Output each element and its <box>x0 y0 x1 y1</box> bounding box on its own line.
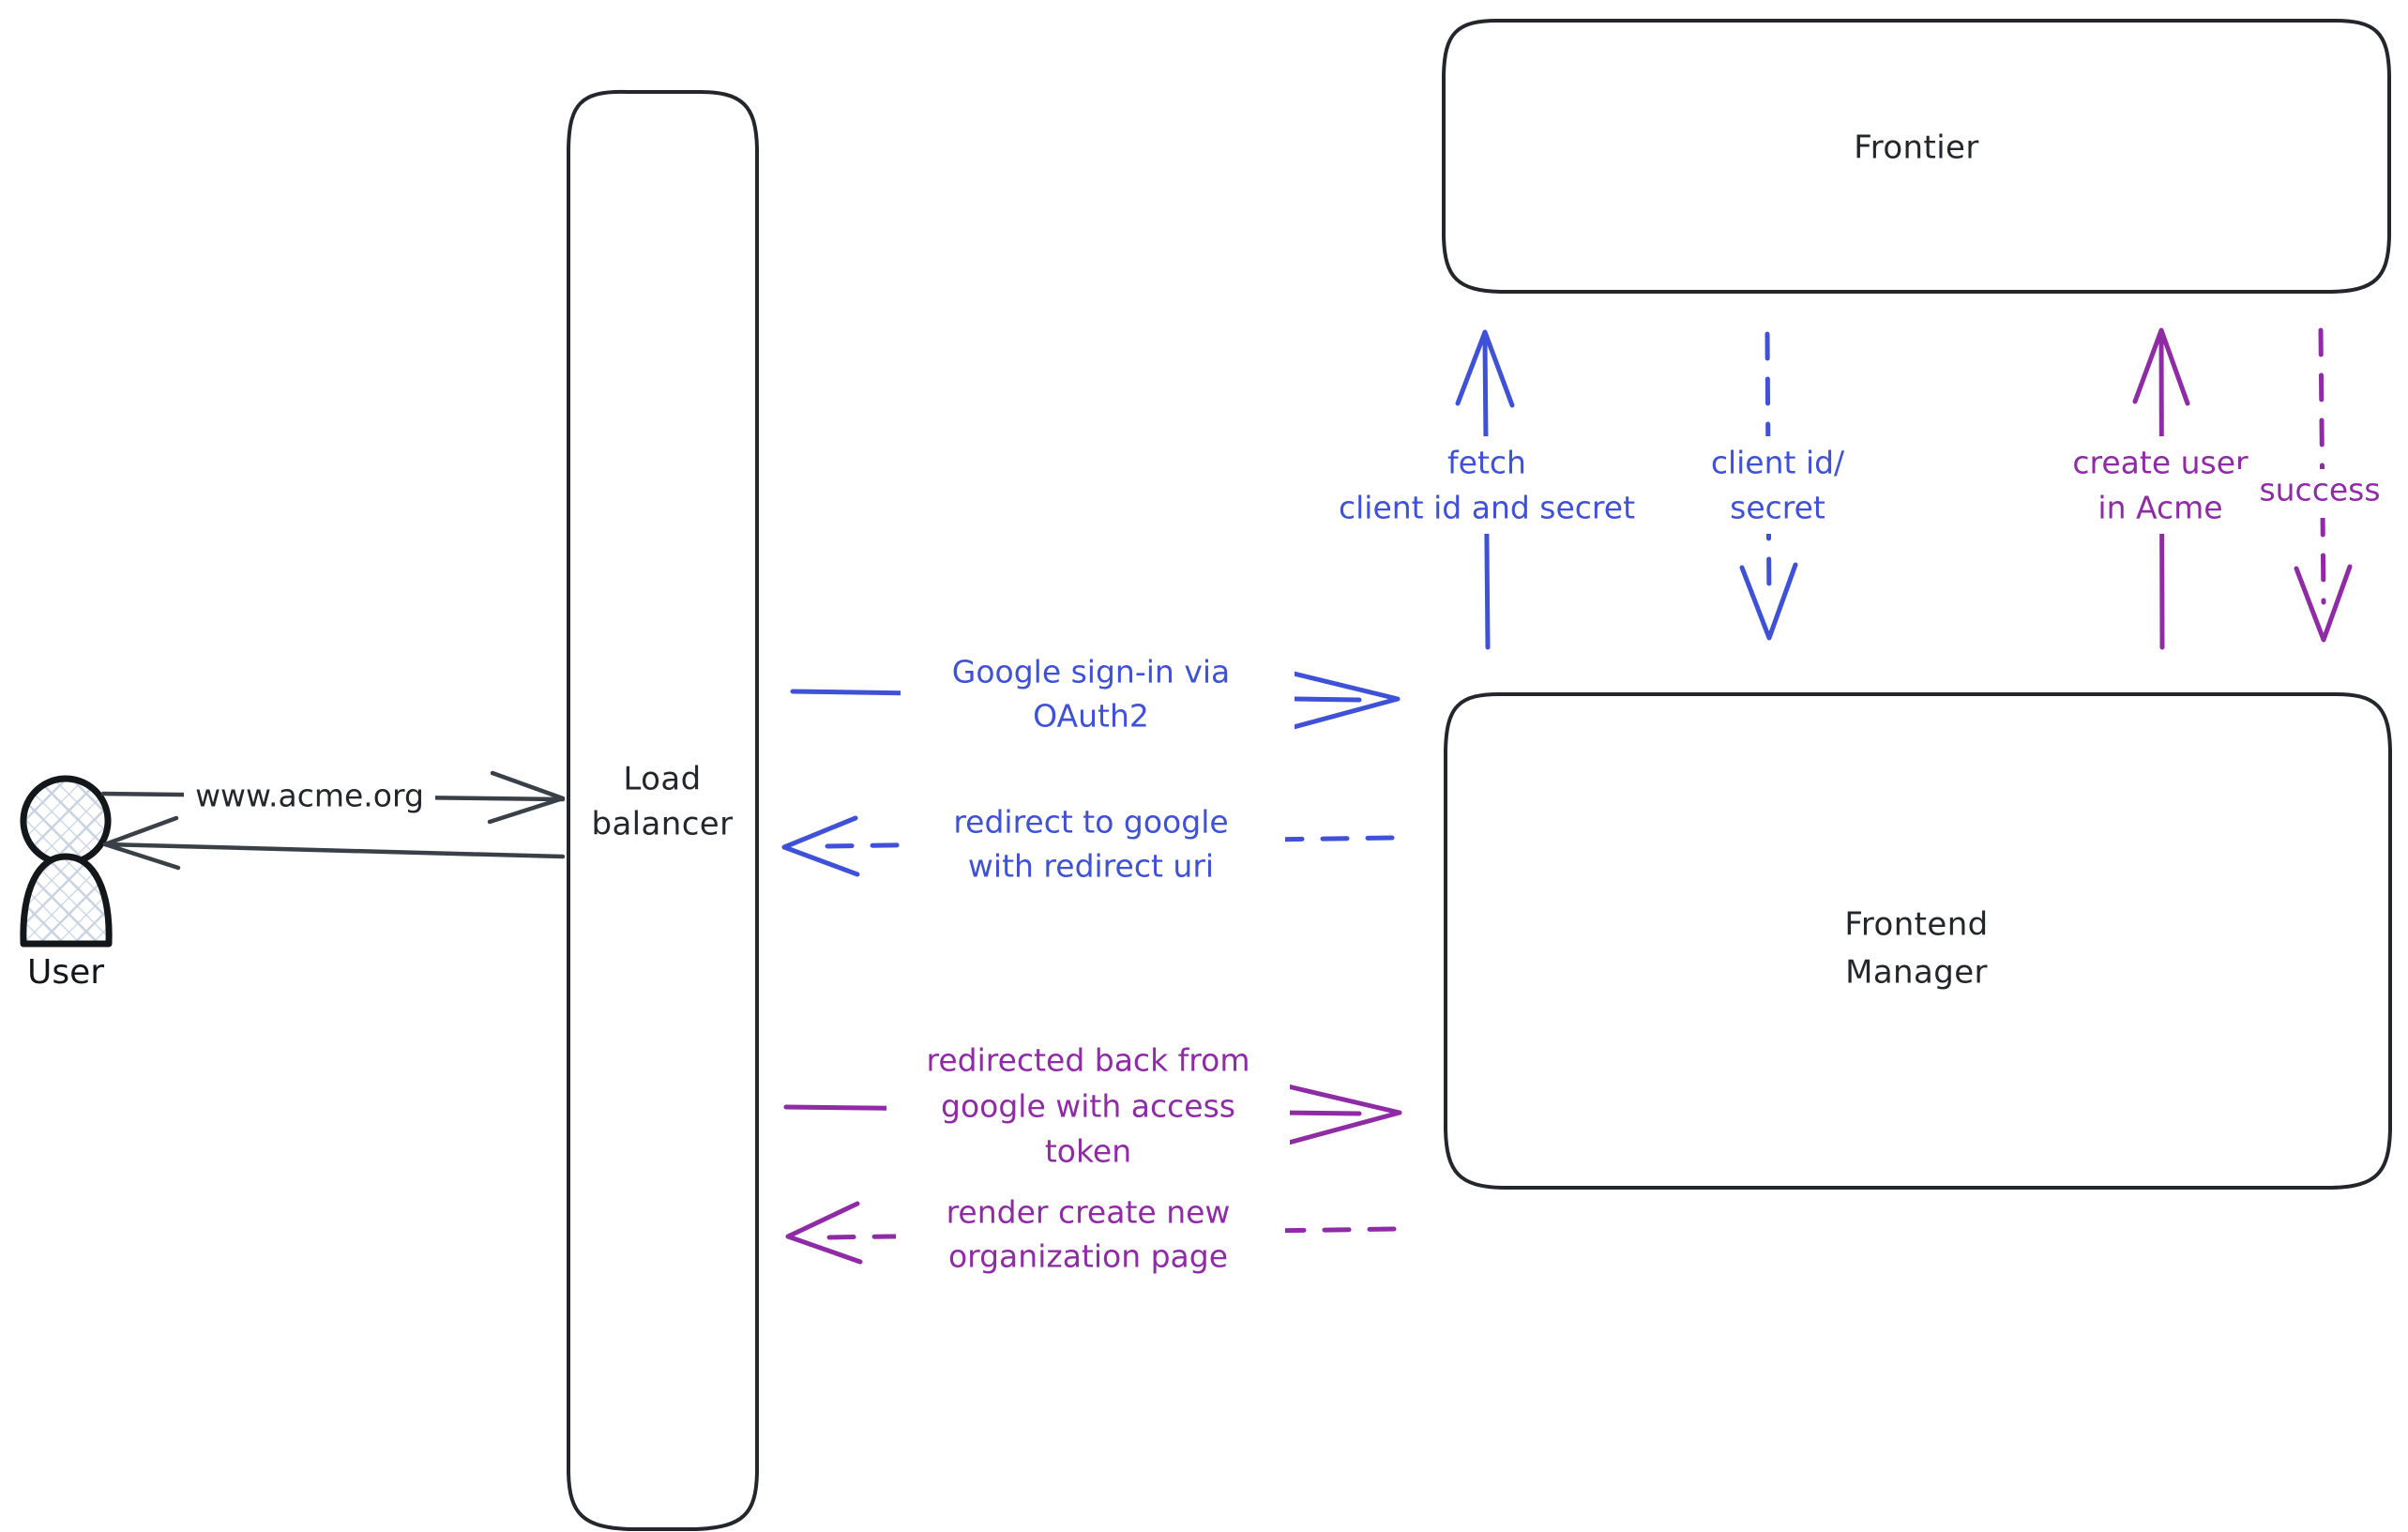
node-frontier[interactable]: Frontier <box>1442 18 2391 294</box>
edge-fm-to-frontier-createuser[interactable]: create user in Acme <box>2036 327 2284 650</box>
arrowhead-down-purple-success <box>2294 564 2353 643</box>
edge-fetch-label-bg <box>1304 436 1698 534</box>
edge-frontier-to-fm-success[interactable]: success <box>2237 327 2406 643</box>
frontend-manager-label-line1: Frontend <box>1844 906 1988 944</box>
edge-signin-label-bg <box>901 647 1295 749</box>
edge-createuser-label-line2: in Acme <box>2098 490 2222 526</box>
load-balancer-label-line1: Load <box>623 761 701 798</box>
user-body-fill <box>23 858 109 943</box>
actor-user-label: User <box>27 953 104 992</box>
edge-redirect-label-line2: with redirect uri <box>968 848 1214 885</box>
edge-render-label-line2: organization page <box>948 1238 1228 1275</box>
edge-render-label-line1: render create new <box>947 1194 1231 1231</box>
edge-creds-label-bg <box>1684 436 1886 534</box>
edge-render-label-bg <box>896 1190 1285 1287</box>
user-head-icon <box>20 775 112 867</box>
frontend-manager-label-line2: Manager <box>1845 954 1988 992</box>
frontend-manager-shape <box>1444 691 2392 1190</box>
arrowhead-left-gray <box>102 815 181 871</box>
edge-lb-to-user-line <box>102 842 566 859</box>
frontier-label: Frontier <box>1854 129 1979 167</box>
edge-success-label-bg <box>2237 469 2406 518</box>
arrowhead-up-purple-createuser <box>2132 327 2190 406</box>
edge-token-label-line3: token <box>1045 1133 1131 1170</box>
edge-fetch-label-line1: fetch <box>1447 445 1526 481</box>
arrowhead-down-blue-creds <box>1739 562 1798 641</box>
edge-token-label-line1: redirected back from <box>927 1042 1250 1079</box>
edge-frontier-to-fm-creds[interactable]: client id/ secret <box>1684 331 1886 641</box>
arrowhead-left-purple-render <box>785 1201 863 1265</box>
arrowhead-right-gray <box>487 770 566 825</box>
edge-token-label-bg <box>886 1037 1290 1182</box>
edge-redirect-label-bg <box>901 797 1285 895</box>
load-balancer-shape <box>567 89 759 1531</box>
edge-creds-label-line1: client id/ <box>1711 445 1845 481</box>
edge-token-label-line2: google with access <box>941 1088 1235 1125</box>
edge-user-to-lb-label: www.acme.org <box>195 778 424 814</box>
node-load-balancer[interactable]: Load balancer <box>567 89 759 1531</box>
arrowhead-left-blue-redirect <box>781 815 860 877</box>
actor-user[interactable]: User <box>20 775 113 992</box>
edge-creds-label-line2: secret <box>1730 490 1825 526</box>
edge-fetch-label-line2: client id and secret <box>1339 490 1635 526</box>
arrowhead-right-purple-token <box>1282 1084 1402 1146</box>
edge-user-to-lb[interactable]: www.acme.org <box>100 770 566 825</box>
user-head-fill <box>23 779 108 863</box>
edge-success-label: success <box>2259 472 2380 508</box>
user-body-icon <box>20 853 113 948</box>
arrowhead-up-blue-fetch <box>1455 329 1515 408</box>
load-balancer-label-line2: balancer <box>591 806 733 843</box>
edge-fm-to-lb-render[interactable]: render create new organization page <box>785 1190 1397 1287</box>
edge-lb-to-user[interactable] <box>102 815 566 871</box>
node-frontend-manager[interactable]: Frontend Manager <box>1444 691 2392 1190</box>
frontier-shape <box>1442 18 2391 294</box>
edge-success-line <box>2318 327 2326 605</box>
edge-redirect-label-line1: redirect to google <box>953 804 1228 841</box>
edge-fm-to-lb-redirect[interactable]: redirect to google with redirect uri <box>781 797 1395 895</box>
edge-label-bg <box>184 775 435 820</box>
edge-lb-to-fm-token[interactable]: redirected back from google with access … <box>783 1037 1402 1182</box>
edge-lb-to-fm-signin[interactable]: Google sign-in via OAuth2 <box>790 647 1401 749</box>
edge-fm-to-frontier-fetch[interactable]: fetch client id and secret <box>1304 329 1698 650</box>
edge-createuser-label-line1: create user <box>2072 445 2249 481</box>
edge-signin-label-line1: Google sign-in via <box>952 654 1230 690</box>
edge-signin-label-line2: OAuth2 <box>1033 698 1149 735</box>
arrowhead-right-blue-signin <box>1280 669 1401 733</box>
